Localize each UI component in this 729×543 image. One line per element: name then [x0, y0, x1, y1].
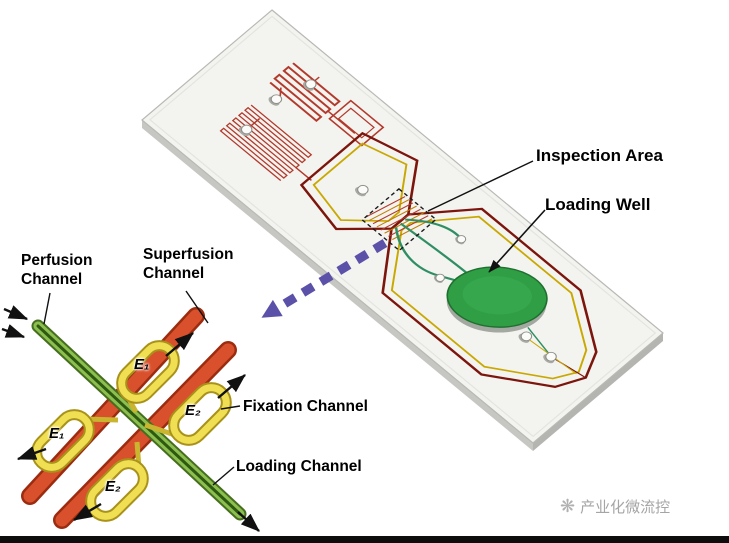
zoom-arrow-head — [261, 299, 283, 318]
loading-well-highlight — [462, 276, 532, 315]
perfusion-leader — [43, 292, 51, 325]
port — [520, 331, 533, 342]
zoom-arrow — [261, 239, 388, 318]
flow-arrow-e1-bottom — [16, 446, 47, 461]
spiral-channel-inner — [337, 107, 375, 139]
flow-arrow-inlet-1 — [3, 305, 29, 321]
watermark-text: 产业化微流控 — [580, 499, 671, 516]
port — [435, 273, 445, 282]
inspection-area-label: Inspection Area — [536, 146, 663, 165]
serpentine-channel-b — [219, 104, 313, 182]
port — [456, 235, 467, 244]
loading-channel-leader — [212, 466, 235, 486]
green-channel-4 — [527, 326, 550, 354]
superfusion-label-line1: Superfusion — [143, 246, 234, 263]
fixation-leader — [220, 405, 241, 410]
perfusion-label-line2: Channel — [21, 271, 83, 288]
snowflake-icon: ❋ — [560, 496, 576, 516]
port — [240, 124, 253, 135]
perfusion-label-line1: Perfusion — [21, 252, 93, 269]
superfusion-channel-label: Superfusion Channel — [143, 245, 233, 283]
superfusion-leader — [185, 290, 209, 324]
flow-arrows — [1, 305, 260, 532]
loading-well — [446, 266, 548, 333]
chamber-outline-outer — [381, 207, 598, 388]
slide-side-face-right — [533, 333, 663, 451]
port — [357, 184, 369, 195]
slide-side-face-left — [142, 120, 533, 451]
loading-well-label: Loading Well — [545, 195, 651, 214]
watermark: ❋ 产业化微流控 — [560, 496, 670, 517]
perfusion-loading-channel-core — [36, 324, 242, 516]
loading-well-leader-arrow — [488, 209, 546, 273]
neck-hatch-red — [365, 196, 429, 237]
chamber-outline-inner — [390, 215, 588, 380]
electrode-e1-top-label: E₁ — [134, 356, 150, 373]
port — [305, 79, 317, 89]
connector-traces — [250, 76, 356, 181]
superfusion-label-line2: Channel — [143, 265, 205, 282]
loading-channel-label: Loading Channel — [236, 458, 362, 475]
port — [270, 94, 283, 104]
slide-top-face — [141, 9, 664, 444]
flow-arrow-inlet-2 — [1, 324, 26, 339]
chip-ports — [238, 79, 557, 364]
electrode-e2-bottom-label: E₂ — [105, 478, 121, 495]
spiral-channel-outer — [328, 99, 385, 147]
chip-features — [149, 15, 657, 438]
fixation-channel-label: Fixation Channel — [243, 398, 368, 415]
electrode-e2-top-label: E₂ — [185, 402, 201, 419]
flow-arrow-e2-top — [217, 374, 246, 399]
flow-arrow-e1-top — [165, 332, 194, 357]
detail-view — [1, 290, 260, 532]
green-channel-2 — [399, 222, 468, 274]
fixation-loop-1 — [116, 340, 180, 404]
perfusion-channel-label: Perfusion Channel — [21, 251, 92, 289]
slide-inner-edge — [149, 15, 657, 438]
neck-hatch-yellow — [368, 199, 433, 241]
flow-arrow-e2-bottom — [72, 502, 102, 522]
serpentine-channel-a — [269, 62, 341, 123]
fixation-loop-4 — [85, 458, 149, 522]
fixation-loop-3 — [31, 409, 95, 473]
zoom-arrow-shaft — [273, 239, 388, 313]
detail-leaders — [43, 290, 241, 486]
inspection-area-leader — [427, 160, 534, 212]
electrode-e1-bottom-label: E₁ — [49, 425, 65, 442]
flow-arrow-outlet — [237, 511, 260, 532]
bottom-border-bar — [0, 536, 729, 543]
fixation-loop-2 — [168, 382, 232, 446]
port — [545, 351, 557, 362]
glass-slide — [141, 9, 664, 451]
